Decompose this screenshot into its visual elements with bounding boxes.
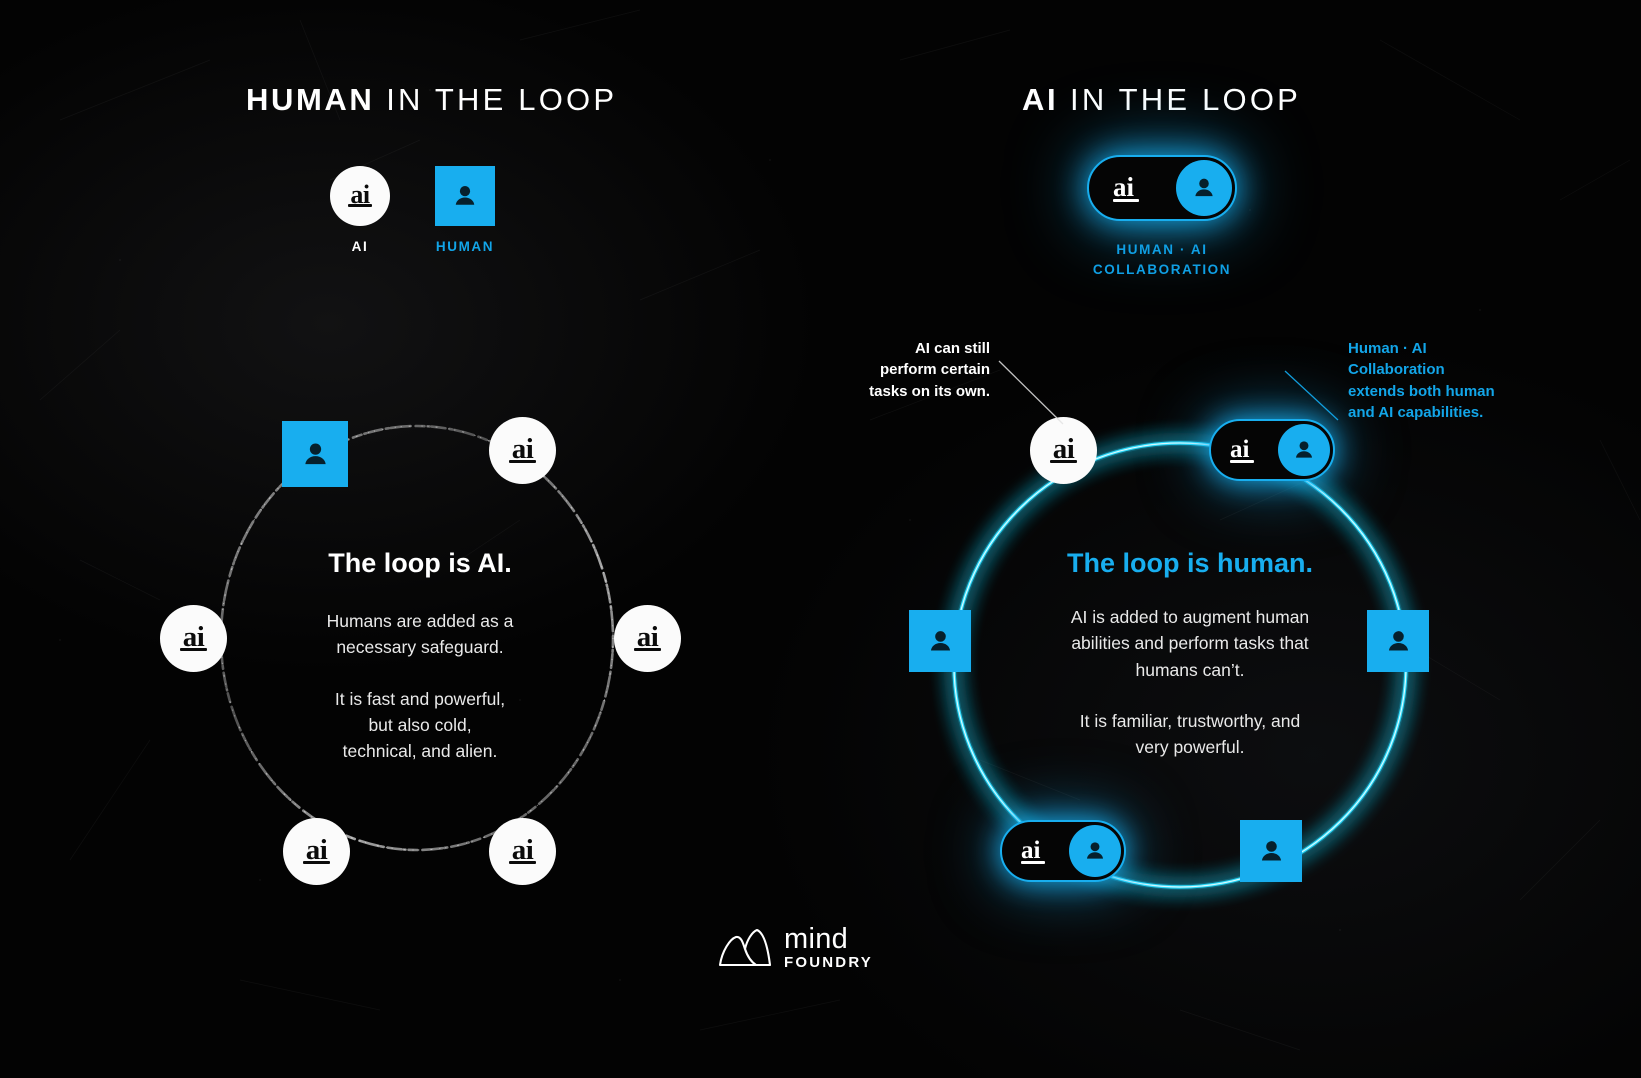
right-loop-node-combo-1: ai	[1209, 419, 1335, 481]
ai-underline	[1021, 861, 1045, 864]
mind-foundry-logo-wordmark: mind FOUNDRY	[784, 923, 874, 971]
ai-glyph: ai	[182, 621, 205, 654]
mind-foundry-logo: mind FOUNDRY	[716, 925, 873, 970]
left-loop-node-ai-2: ai	[614, 605, 681, 672]
ai-underline	[634, 648, 661, 652]
legend-collaboration-icon-wrap: ai	[1087, 155, 1237, 221]
human-knob	[1176, 160, 1232, 216]
right-loop-body: AI is added to augment human abilities a…	[1000, 604, 1380, 760]
left-loop-paragraph-1: Humans are added as a necessary safeguar…	[326, 611, 514, 658]
right-loop-paragraph-1: AI is added to augment human abilities a…	[1070, 607, 1310, 680]
ai-glyph: ai	[636, 621, 659, 654]
legend-ai-icon: ai	[330, 166, 390, 226]
logo-word-mind: mind	[784, 923, 849, 955]
legend-label-collaboration-line1: HUMAN · AI	[1116, 242, 1208, 257]
ai-underline	[348, 204, 372, 207]
left-panel-title: HUMAN IN THE LOOP	[246, 82, 617, 118]
ai-glyph: ai	[511, 433, 534, 466]
right-panel-title-bold: AI	[1022, 82, 1059, 117]
person-silhouette-icon	[1195, 178, 1213, 197]
right-loop-node-combo-2: ai	[1000, 820, 1126, 882]
legend-label-ai: AI	[351, 239, 369, 254]
ai-underline	[509, 861, 536, 865]
left-panel-title-bold: HUMAN	[246, 82, 375, 117]
right-loop-paragraph-2: It is familiar, trustworthy, and very po…	[1079, 710, 1301, 757]
left-loop-paragraph-2: It is fast and powerful, but also cold, …	[334, 688, 506, 762]
ai-glyph: ai	[511, 834, 534, 867]
right-loop-heading: The loop is human.	[1066, 548, 1313, 578]
ai-glyph: ai	[350, 179, 370, 209]
ai-glyph: ai	[305, 834, 328, 867]
ai-underline	[180, 648, 207, 652]
right-loop-node-combo-2-wrap: ai	[1000, 820, 1126, 882]
right-loop-node-ai-1: ai	[1030, 417, 1097, 484]
right-panel-title-rest: IN THE LOOP	[1058, 82, 1302, 117]
left-loop-node-ai-5: ai	[160, 605, 227, 672]
legend-label-human: HUMAN	[435, 239, 495, 254]
ai-underline	[1230, 460, 1254, 463]
human-knob	[1069, 825, 1121, 877]
ai-glyph: ai	[1052, 433, 1075, 466]
right-loop-node-combo-1-wrap: ai	[1209, 419, 1335, 481]
left-loop-body: Humans are added as a necessary safeguar…	[255, 608, 585, 764]
ai-glyph: ai	[1113, 172, 1135, 203]
mind-foundry-logo-icon	[718, 928, 772, 966]
left-loop-node-ai-4: ai	[283, 818, 350, 885]
left-loop-heading: The loop is AI.	[328, 548, 512, 578]
left-loop-node-ai-3: ai	[489, 818, 556, 885]
person-silhouette-icon	[455, 186, 475, 205]
left-loop-node-human-1	[282, 421, 348, 487]
person-silhouette-icon	[1388, 630, 1408, 651]
right-loop-node-human-3	[909, 610, 971, 672]
legend-human-icon	[435, 166, 495, 226]
legend-label-collaboration-line2: COLLABORATION	[1092, 261, 1232, 277]
ai-underline	[303, 861, 330, 865]
person-silhouette-icon	[930, 630, 950, 651]
person-silhouette-icon	[1295, 441, 1313, 458]
left-loop-node-ai-1: ai	[489, 417, 556, 484]
legend-collaboration-icon: ai	[1087, 155, 1237, 221]
annotation-ai-alone: AI can still perform certain tasks on it…	[869, 340, 990, 400]
person-silhouette-icon	[1261, 840, 1281, 861]
right-loop-node-human-2	[1240, 820, 1302, 882]
person-silhouette-icon	[1086, 842, 1104, 859]
right-loop-node-human-1	[1367, 610, 1429, 672]
logo-word-foundry: FOUNDRY	[784, 954, 874, 971]
ai-glyph: ai	[1021, 837, 1041, 865]
ai-glyph: ai	[1230, 436, 1250, 464]
right-panel-title: AI IN THE LOOP	[1022, 82, 1301, 118]
human-knob	[1278, 424, 1330, 476]
ai-underline	[1050, 460, 1077, 464]
annotation-collaboration: Human · AI Collaboration extends both hu…	[1348, 340, 1495, 421]
ai-underline	[1113, 199, 1139, 202]
legend-label-collaboration: HUMAN · AI COLLABORATION	[1042, 240, 1282, 279]
left-panel-title-rest: IN THE LOOP	[374, 82, 618, 117]
person-silhouette-icon	[304, 443, 326, 464]
ai-underline	[509, 460, 536, 464]
